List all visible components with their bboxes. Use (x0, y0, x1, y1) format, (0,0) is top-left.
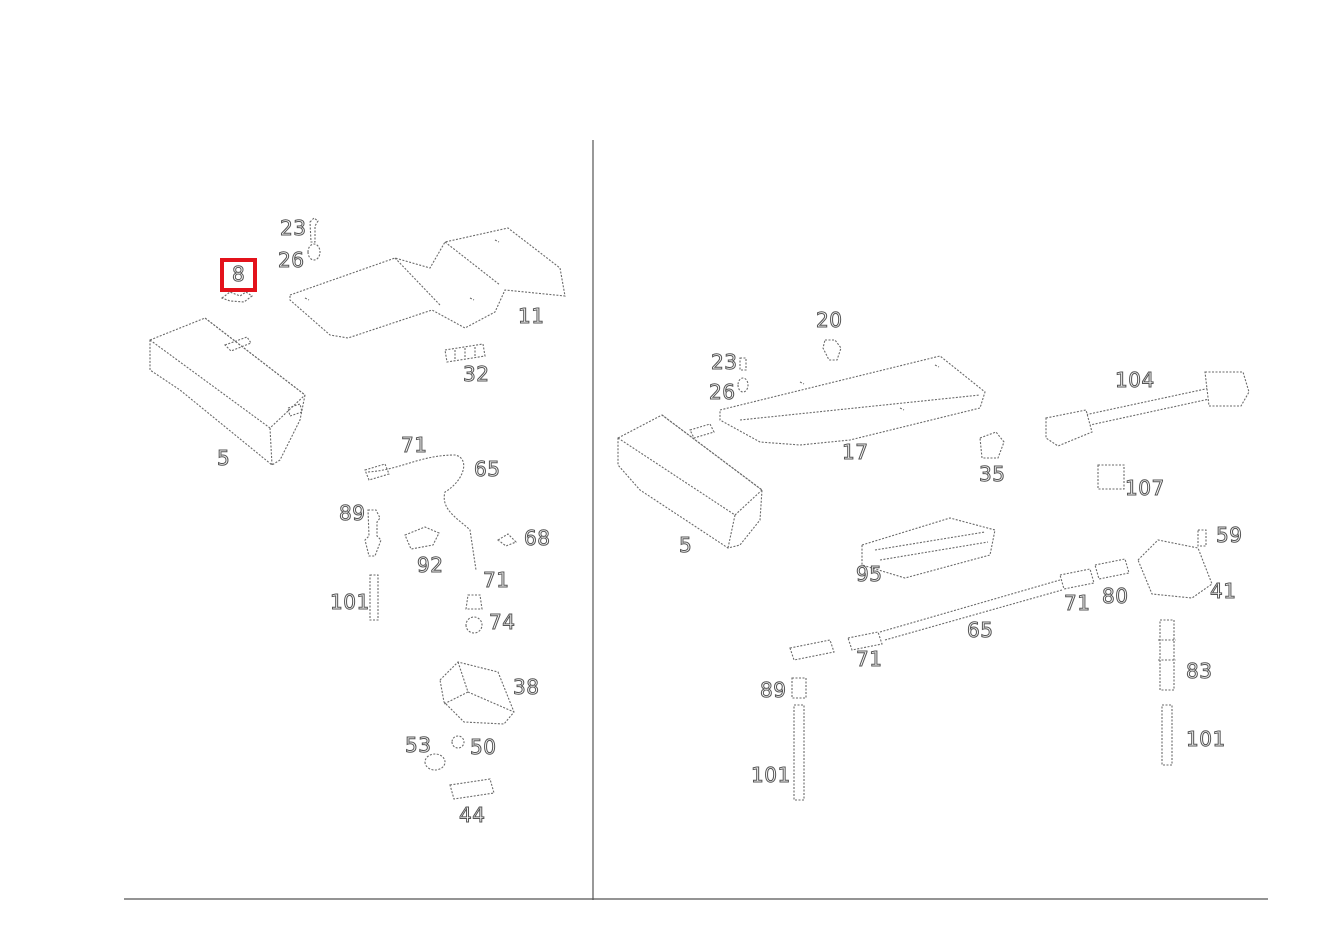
part-label-32[interactable]: 32 (462, 362, 490, 386)
part-label-44[interactable]: 44 (458, 803, 486, 827)
part-label-23-right[interactable]: 23 (710, 350, 738, 374)
part-11-bracket (289, 227, 566, 339)
part-50-washer (451, 735, 465, 749)
part-107-bolt (1097, 464, 1125, 490)
part-label-17[interactable]: 17 (841, 440, 869, 464)
part-20-screw (822, 339, 842, 361)
part-label-71-lower-right[interactable]: 71 (855, 647, 883, 671)
part-38-switch-left (439, 661, 515, 725)
part-label-26-right[interactable]: 26 (708, 380, 736, 404)
part-53-nut (424, 753, 446, 771)
part-label-80[interactable]: 80 (1101, 584, 1129, 608)
part-label-11[interactable]: 11 (517, 304, 545, 328)
part-71-connector-lower-right (789, 631, 883, 661)
part-label-41[interactable]: 41 (1209, 579, 1237, 603)
part-26-washer (307, 243, 321, 261)
part-label-5-right[interactable]: 5 (678, 533, 693, 557)
part-label-50[interactable]: 50 (469, 735, 497, 759)
part-32-block (444, 343, 486, 363)
part-83-stack (1158, 619, 1176, 691)
part-label-101-lower-right[interactable]: 101 (751, 763, 791, 787)
part-label-71-lower[interactable]: 71 (482, 568, 510, 592)
part-label-65-right[interactable]: 65 (966, 618, 994, 642)
part-label-23[interactable]: 23 (279, 216, 307, 240)
part-label-8-selected[interactable]: 8 (220, 258, 258, 292)
part-41-switch-right (1137, 539, 1213, 599)
part-89-101-stack-right (791, 677, 807, 801)
part-label-92[interactable]: 92 (416, 553, 444, 577)
part-89-101-stack-left (364, 509, 382, 621)
part-label-5[interactable]: 5 (216, 446, 231, 470)
part-65-cable-left (367, 454, 477, 571)
part-35-block (979, 431, 1005, 459)
part-92-clip (404, 526, 440, 550)
part-label-59[interactable]: 59 (1215, 523, 1243, 547)
part-label-89-right[interactable]: 89 (759, 678, 787, 702)
part-label-20[interactable]: 20 (815, 308, 843, 332)
part-label-89[interactable]: 89 (338, 501, 366, 525)
part-label-68[interactable]: 68 (523, 526, 551, 550)
part-label-71[interactable]: 71 (400, 433, 428, 457)
part-8-clip (220, 291, 253, 303)
part-95-connector (861, 517, 996, 579)
part-104-cable (1045, 371, 1250, 447)
part-101-stack-right (1161, 704, 1173, 766)
part-label-53[interactable]: 53 (404, 733, 432, 757)
part-26-washer-right (737, 377, 749, 393)
part-23-screw-right (739, 357, 747, 371)
part-5-housing-right (617, 414, 763, 549)
part-71-80-connector-right (1059, 558, 1130, 590)
part-label-74[interactable]: 74 (488, 610, 516, 634)
part-5-housing-left (149, 317, 306, 466)
part-label-83[interactable]: 83 (1185, 659, 1213, 683)
part-23-screw (309, 217, 319, 243)
part-59-screw (1197, 529, 1207, 547)
part-label-26[interactable]: 26 (277, 248, 305, 272)
part-label-101-right[interactable]: 101 (1186, 727, 1226, 751)
part-label-104[interactable]: 104 (1115, 368, 1155, 392)
part-label-101[interactable]: 101 (330, 590, 370, 614)
part-17-bracket (719, 355, 986, 446)
part-71-connector-left (364, 463, 390, 481)
part-label-95[interactable]: 95 (855, 562, 883, 586)
part-68-pin (497, 533, 517, 547)
part-label-65[interactable]: 65 (473, 457, 501, 481)
part-label-71-right[interactable]: 71 (1063, 591, 1091, 615)
part-label-35[interactable]: 35 (978, 462, 1006, 486)
part-label-107[interactable]: 107 (1125, 476, 1165, 500)
part-44-plate (449, 778, 495, 800)
part-71-74-connector-left (465, 594, 483, 634)
part-label-38[interactable]: 38 (512, 675, 540, 699)
